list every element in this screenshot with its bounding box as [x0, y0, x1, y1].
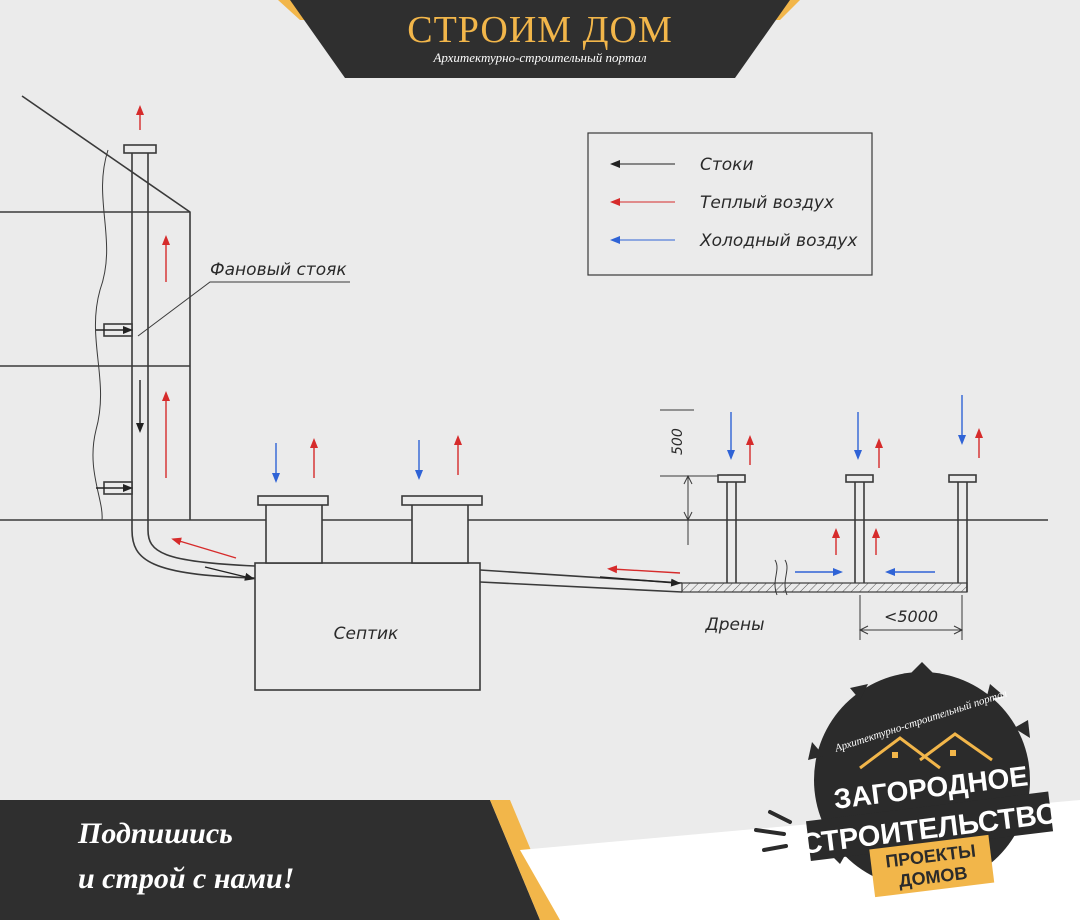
legend-label-warm: Теплый воздух: [700, 193, 835, 213]
spacing-dimension-label: <5000: [884, 607, 938, 626]
footer-plate: [0, 800, 540, 920]
speed-marks-icon: [754, 810, 792, 852]
badge-logo: Архитектурно-строительный портал ЗАГОРОД…: [754, 662, 1060, 898]
cta-line-1: Подпишись: [77, 817, 233, 850]
drains-label: Дрены: [704, 615, 764, 635]
cta-line-2: и строй с нами!: [78, 862, 294, 895]
header-banner: СТРОИМ ДОМ Архитектурно-строительный пор…: [278, 0, 800, 78]
septic-label: Септик: [334, 624, 399, 644]
brand-title: СТРОИМ ДОМ: [407, 9, 672, 51]
vent-stack: [103, 144, 256, 579]
septic-tank: [254, 495, 483, 691]
legend: Стоки Теплый воздух Холодный воздух: [587, 132, 873, 276]
legend-label-drain: Стоки: [700, 155, 754, 175]
header-plate: [290, 0, 790, 78]
house-roofs-icon: [859, 732, 993, 770]
spacing-dimension: [858, 595, 964, 640]
stack-label: Фановый стояк: [210, 260, 347, 280]
height-dimension-label: 500: [670, 428, 686, 455]
brand-subtitle: Архитектурно-строительный портал: [432, 50, 646, 65]
drain-field: [681, 474, 977, 596]
badge-projects-plate: [869, 834, 995, 898]
footer-accent: [490, 800, 560, 920]
badge-line-2-plate: [805, 791, 1054, 861]
warm-arrow: [171, 537, 237, 559]
drain-arrow: [204, 566, 255, 581]
warm-arrow: [607, 565, 681, 574]
flow-arrows: [96, 105, 983, 587]
legend-frame: [587, 132, 873, 276]
drain-arrow: [599, 576, 681, 587]
house-outline: [0, 95, 191, 521]
stack-leader-line: [137, 281, 350, 337]
legend-label-cold: Холодный воздух: [699, 231, 858, 251]
height-dimension: [660, 409, 718, 545]
